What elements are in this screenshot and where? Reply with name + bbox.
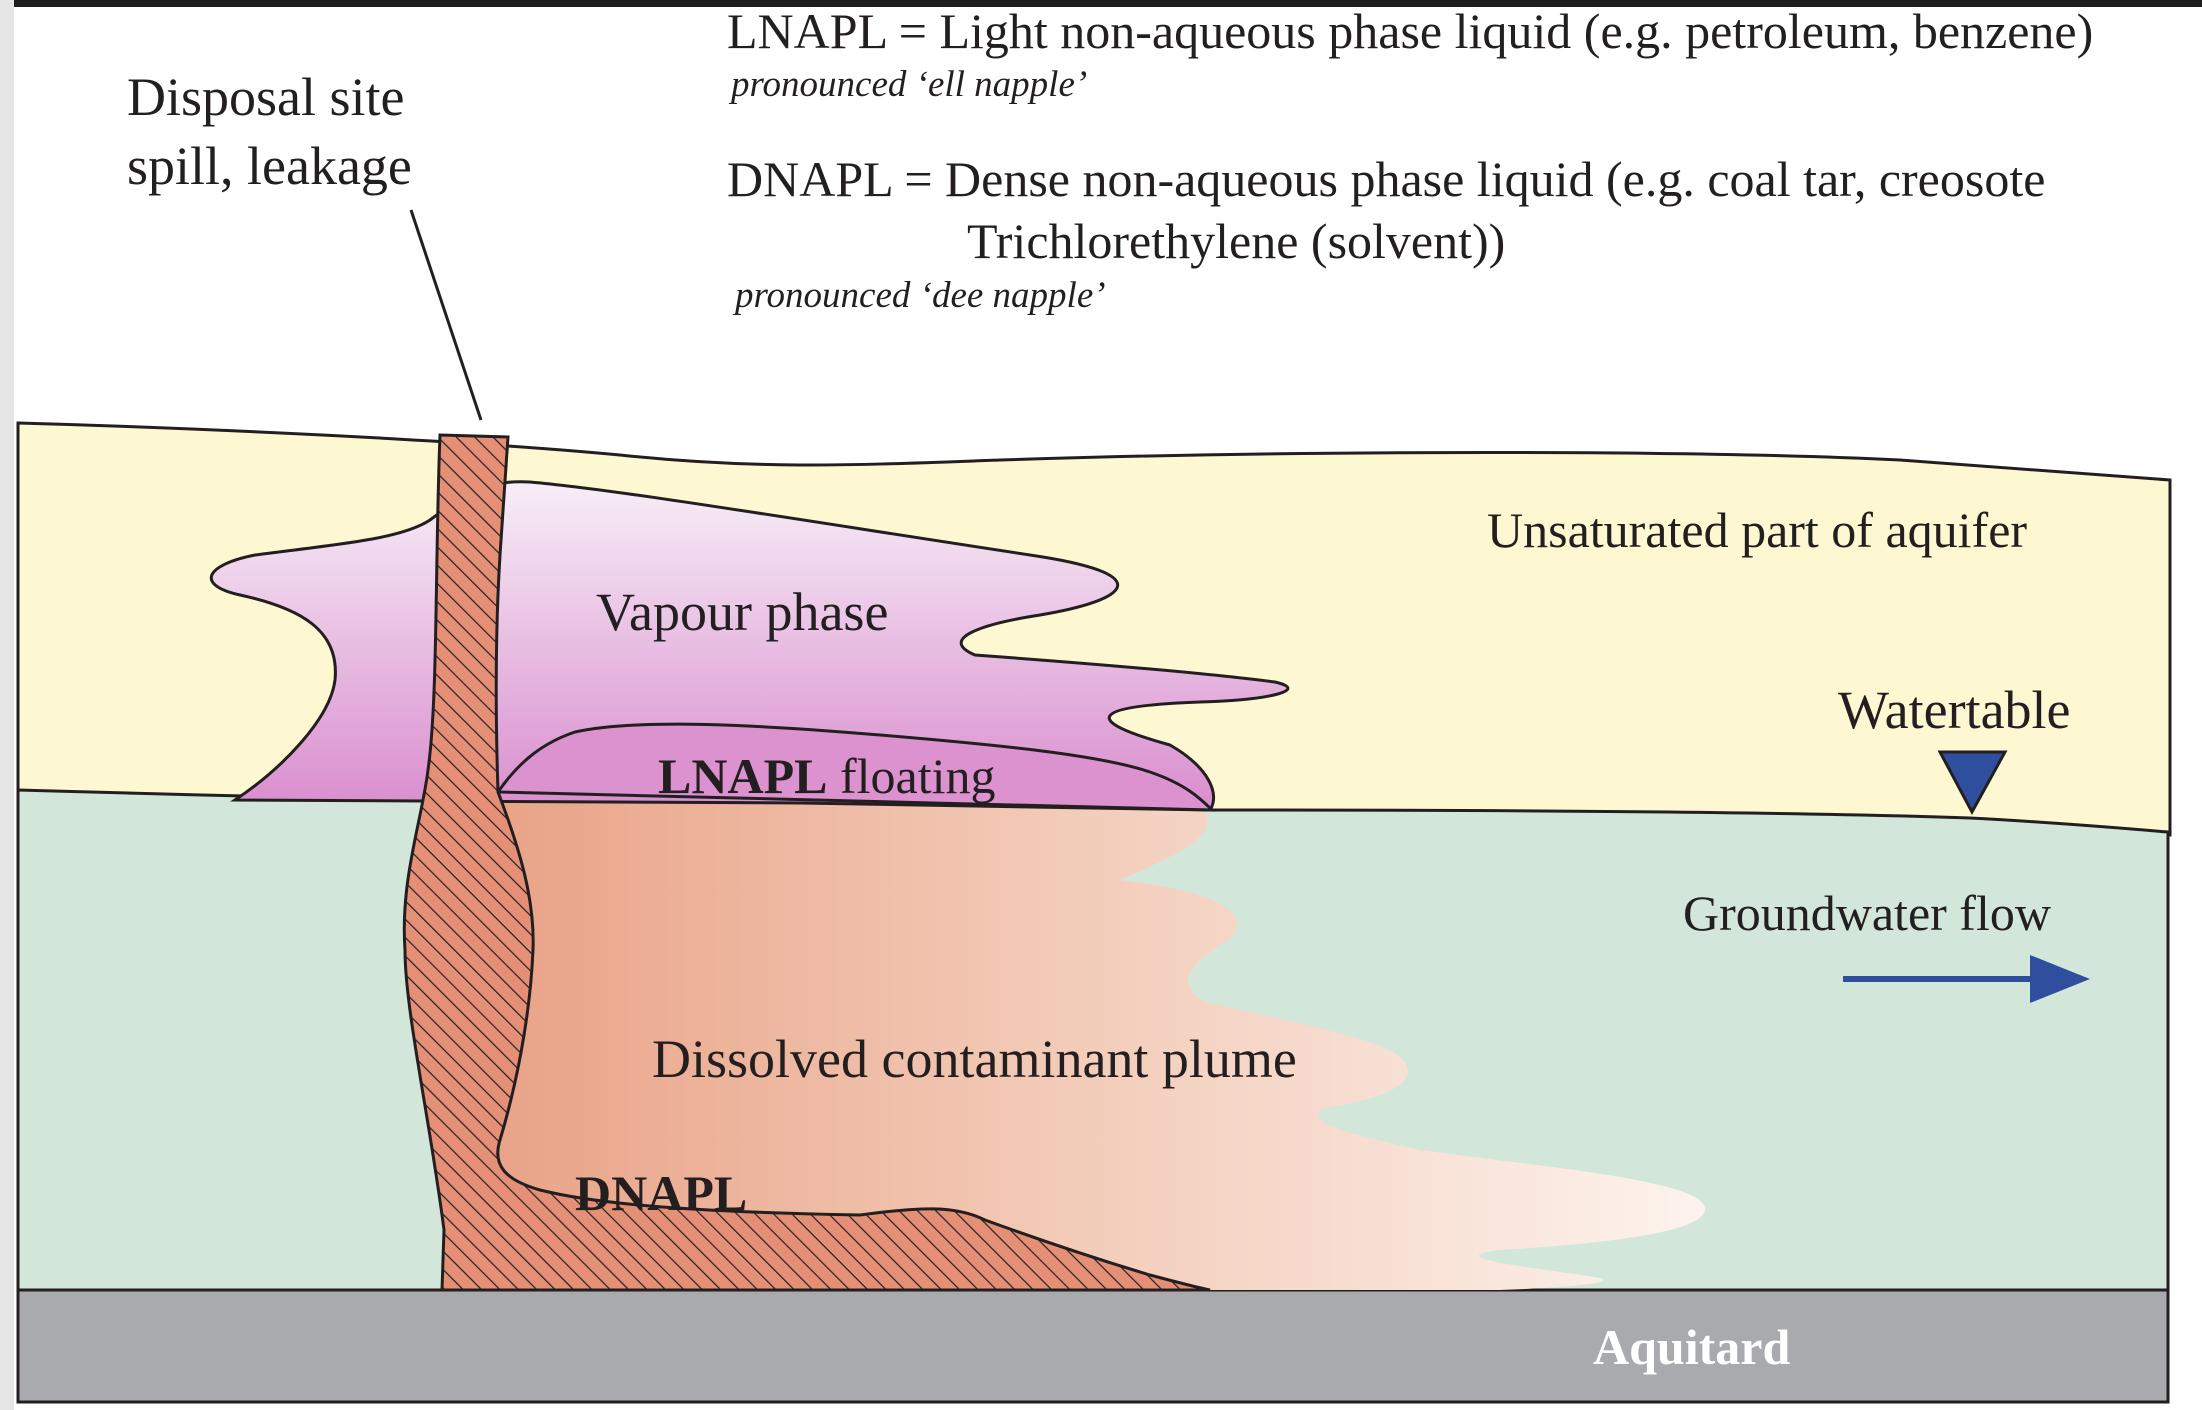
groundwater-flow-label: Groundwater flow [1683,885,2051,941]
unsaturated-zone-label: Unsaturated part of aquifer [1487,502,2027,558]
aquitard-layer [16,1288,2170,1404]
dissolved-plume-label: Dissolved contaminant plume [652,1029,1297,1089]
dnapl-column [402,433,1211,1292]
legend-dnapl-definition-continued: Trichlorethylene (solvent)) [967,213,1505,269]
legend-lnapl-definition: LNAPL = Light non-aqueous phase liquid (… [727,3,2093,59]
dissolved-plume [450,792,1706,1290]
vapour-phase-label: Vapour phase [596,582,888,642]
legend-dnapl-definition: DNAPL = Dense non-aqueous phase liquid (… [727,151,2045,207]
lnapl-floating-label-bold: LNAPL [658,748,827,804]
disposal-site-label-line1: Disposal site [127,67,405,127]
legend-dnapl-pronunciation: pronounced ‘dee napple’ [732,275,1106,316]
aquitard-label: Aquitard [1593,1319,1790,1375]
legend-lnapl-pronunciation: pronounced ‘ell napple’ [728,64,1087,105]
dnapl-label: DNAPL [575,1165,747,1221]
watertable-marker [1937,750,2008,816]
lnapl-floating-pool [495,722,1216,812]
disposal-site-label-line2: spill, leakage [127,136,412,196]
disposal-leader-line [409,209,483,421]
top-edge-bar [0,0,2202,7]
lnapl-floating-label: LNAPL floating [658,748,996,804]
left-edge-strip [0,0,14,1410]
watertable-label: Watertable [1838,680,2071,740]
lnapl-floating-label-rest: floating [827,748,995,804]
groundwater-flow-arrow-head [2030,955,2090,1003]
